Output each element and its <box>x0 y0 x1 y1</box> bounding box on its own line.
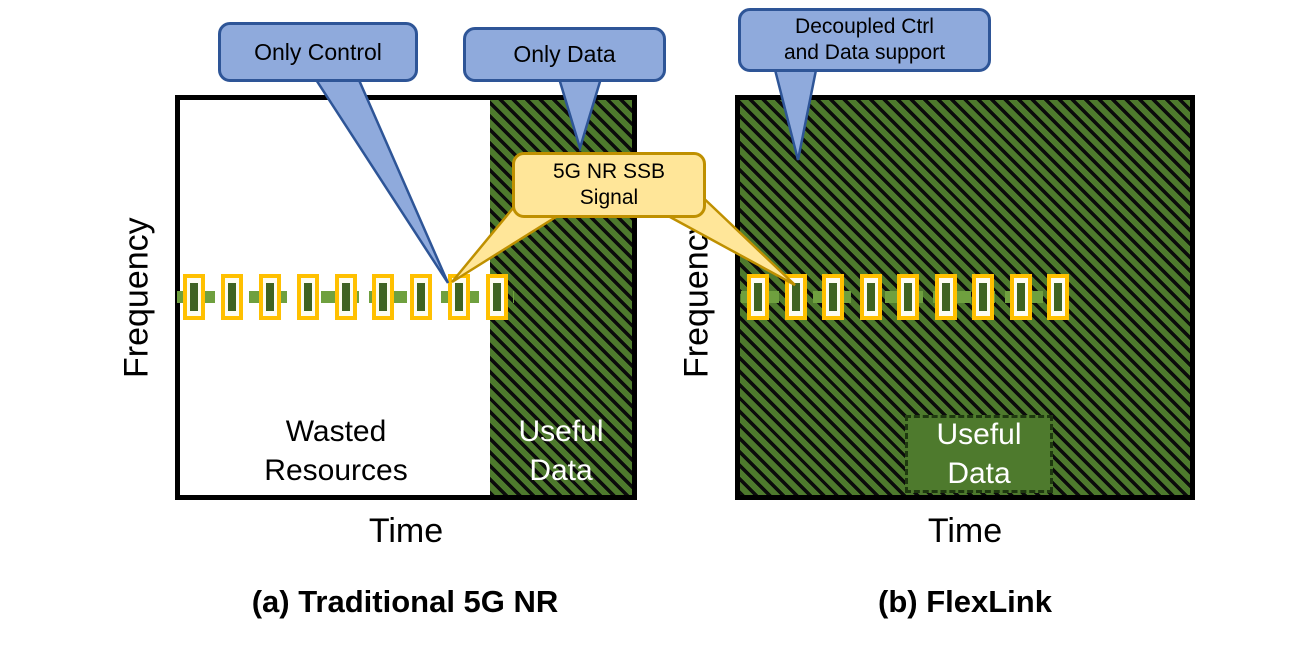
ssb-block <box>784 274 807 320</box>
ssb-block <box>859 274 882 320</box>
panel-a-frequency-axis-label: Frequency <box>117 217 156 378</box>
ssb-block <box>183 274 205 320</box>
only-control-text: Only Control <box>254 38 382 65</box>
ssb-block <box>747 274 769 320</box>
useful-line1: Useful <box>936 418 1022 451</box>
only-control-callout: Only Control <box>218 22 418 82</box>
ssb-block <box>372 274 395 320</box>
ssb-block-inner <box>791 283 800 311</box>
ssb-block <box>822 274 844 320</box>
ssb-block <box>410 274 433 320</box>
ssb-block-inner <box>379 283 388 311</box>
ssb-block <box>1047 274 1069 320</box>
ssb-block-inner <box>866 283 875 311</box>
panel-a-ssb-row <box>177 272 514 322</box>
ssb-block <box>448 274 471 320</box>
ssb-text-line2: Signal <box>579 186 639 209</box>
wasted-line1: Wasted <box>285 414 387 448</box>
ssb-block-inner <box>341 283 350 311</box>
ssb-block-inner <box>265 283 274 311</box>
ssb-block-inner <box>190 283 198 311</box>
ssb-block-inner <box>979 283 987 311</box>
ssb-block-inner <box>303 283 312 311</box>
panel-a-useful-data-label: Useful Data <box>490 412 632 491</box>
ssb-block-inner <box>829 283 837 311</box>
ssb-block <box>334 274 357 320</box>
ssb-signal-callout: 5G NR SSB Signal <box>512 152 706 218</box>
useful-line2: Data <box>947 457 1011 490</box>
ssb-block <box>258 274 281 320</box>
ssb-block <box>1009 274 1032 320</box>
panel-b-useful-data-box: Useful Data <box>905 415 1053 493</box>
ssb-block <box>486 274 508 320</box>
decoupled-text-line1: Decoupled Ctrl <box>795 14 934 38</box>
ssb-block-inner <box>227 283 236 311</box>
ssb-block <box>934 274 957 320</box>
decoupled-ctrl-data-callout: Decoupled Ctrl and Data support <box>738 8 991 72</box>
ssb-block-inner <box>754 283 762 311</box>
panel-b-caption: (b) FlexLink <box>878 584 1052 619</box>
ssb-block-inner <box>1016 283 1025 311</box>
wasted-line2: Resources <box>264 454 408 488</box>
ssb-block-inner <box>904 283 912 311</box>
ssb-block-inner <box>455 283 464 311</box>
panel-b-time-axis-label: Time <box>927 512 1003 550</box>
ssb-block-inner <box>417 283 426 311</box>
ssb-block-inner <box>1054 283 1062 311</box>
only-data-text: Only Data <box>513 41 616 68</box>
decoupled-text-line2: and Data support <box>783 41 946 64</box>
useful-line2: Data <box>529 454 593 488</box>
panel-a-time-axis-label: Time <box>368 512 444 550</box>
only-data-callout: Only Data <box>463 27 666 82</box>
panel-a-caption: (a) Traditional 5G NR <box>251 584 559 619</box>
ssb-block <box>220 274 243 320</box>
ssb-block-inner <box>493 283 501 311</box>
panel-a-wasted-resources-label: Wasted Resources <box>180 412 492 491</box>
ssb-block <box>296 274 319 320</box>
ssb-block <box>897 274 919 320</box>
useful-line1: Useful <box>518 414 604 448</box>
panel-b-ssb-row <box>741 272 1075 322</box>
ssb-block-inner <box>941 283 950 311</box>
ssb-block <box>972 274 994 320</box>
ssb-text-line1: 5G NR SSB <box>552 159 666 183</box>
